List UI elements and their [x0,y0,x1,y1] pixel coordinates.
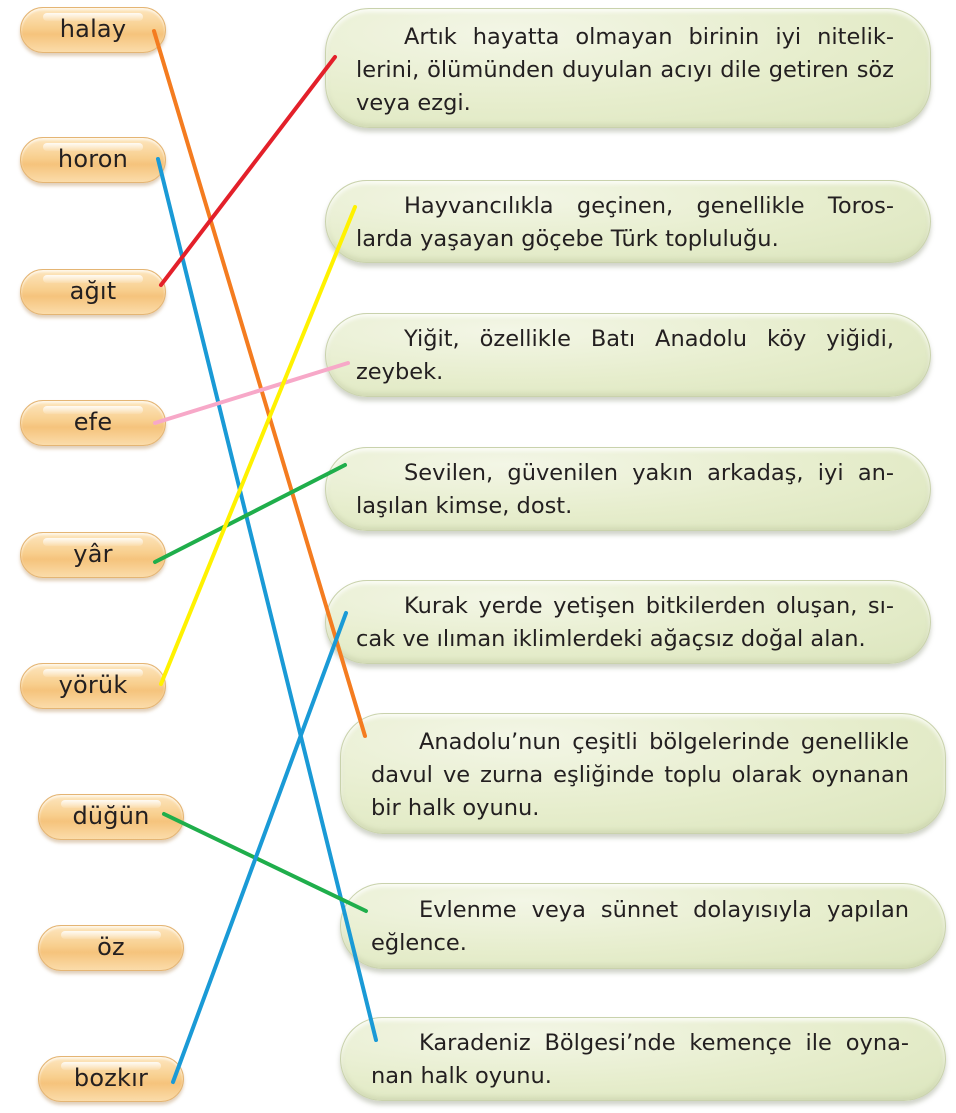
definition-box-7[interactable]: Evlenme veya sünnet dolayısıyla yapılan … [340,883,946,969]
connection-yar [153,463,347,564]
definition-text: Evlenme veya sünnet dolayısıyla yapılan … [371,897,909,956]
term-label: düğün [72,802,150,830]
term-pill-dugun[interactable]: düğün [38,794,184,840]
term-label: bozkır [73,1064,149,1092]
term-label: yâr [73,540,113,568]
connection-dugun [162,812,368,913]
definition-text: Karadeniz Bölgesi’nde kemençe ile oyna­n… [371,1030,909,1089]
definition-box-3[interactable]: Yiğit, özellikle Batı Anadolu köy yiğidi… [325,313,931,397]
definition-box-8[interactable]: Karadeniz Bölgesi’nde kemençe ile oyna­n… [340,1017,946,1101]
term-pill-efe[interactable]: efe [20,400,166,446]
term-label: efe [73,408,113,436]
term-pill-horon[interactable]: horon [20,137,166,183]
definition-text: Artık hayatta olmayan birinin iyi niteli… [356,24,894,116]
definition-box-6[interactable]: Anadolu’nun çeşitli bölgelerinde genel­l… [340,713,946,834]
definition-text: Kurak yerde yetişen bitkilerden oluşan, … [356,593,894,652]
term-label: halay [59,15,127,43]
definition-box-2[interactable]: Hayvancılıkla geçinen, genellikle Toros­… [325,180,931,263]
term-label: ağıt [69,277,117,305]
term-label: öz [97,933,125,961]
term-pill-agit[interactable]: ağıt [20,269,166,315]
connection-bozkir [171,611,348,1084]
connection-agit [159,55,337,287]
term-pill-oz[interactable]: öz [38,925,184,971]
term-pill-yar[interactable]: yâr [20,532,166,578]
connection-efe [153,361,350,425]
term-pill-yoruk[interactable]: yörük [20,663,166,709]
definition-text: Yiğit, özellikle Batı Anadolu köy yiğidi… [356,326,894,385]
term-label: yörük [58,671,128,699]
term-label: horon [57,145,129,173]
definition-text: Hayvancılıkla geçinen, genellikle Toros­… [356,193,894,252]
definition-box-5[interactable]: Kurak yerde yetişen bitkilerden oluşan, … [325,580,931,664]
definition-text: Sevilen, güvenilen yakın arkadaş, iyi an… [356,460,894,519]
definition-box-4[interactable]: Sevilen, güvenilen yakın arkadaş, iyi an… [325,447,931,531]
definition-box-1[interactable]: Artık hayatta olmayan birinin iyi niteli… [325,8,931,128]
term-pill-halay[interactable]: halay [20,7,166,53]
definition-text: Anadolu’nun çeşitli bölgelerinde genel­l… [371,729,909,821]
term-pill-bozkir[interactable]: bozkır [38,1056,184,1102]
